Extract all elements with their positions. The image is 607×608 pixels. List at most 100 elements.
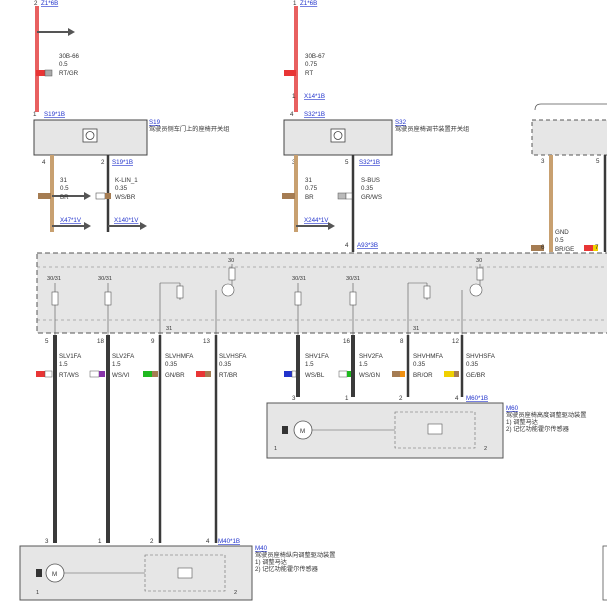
m40-pin-1: 1 <box>98 538 102 545</box>
internal-label-30-2: 30 <box>476 258 482 264</box>
s19-ground-arrow-head <box>84 192 91 200</box>
s32-out-b-pin: 5 <box>345 159 349 166</box>
top-right-wire-size: 0.75 <box>305 61 318 68</box>
output-5-wire-id: SHV1FA <box>305 353 330 360</box>
s19-output-wires: 4 31 0.5 BR X47*1V 2 S19*1B K-LIN_1 0.35… <box>38 155 147 232</box>
s32-title: 驾驶员座椅调节装置开关组 <box>395 125 469 133</box>
top-right-pin: 1 <box>293 0 297 7</box>
color-swatch-white-2 <box>345 192 353 200</box>
internal-label-31-2: 31 <box>413 326 419 332</box>
top-left-pin: 2 <box>34 0 38 7</box>
output-7-swatch-a <box>392 371 400 377</box>
s19-code-link[interactable]: S19 <box>149 119 161 126</box>
control-module-box <box>36 252 607 334</box>
m40-sensor-box <box>144 554 226 592</box>
output-1-wire-id: SLV1FA <box>59 353 82 360</box>
s32-switch-symbol <box>330 128 346 143</box>
output-1-pin: 5 <box>45 338 49 345</box>
top-left-wire-group: 2 Z1*6B 30B-66 0.5 RT/GR 1 S19*1B <box>33 0 80 118</box>
s32-code-link[interactable]: S32 <box>395 119 407 126</box>
top-right-wire-id: 30B-67 <box>305 53 326 60</box>
output-2-pin: 18 <box>97 338 104 345</box>
m60-brush-icon <box>282 426 288 434</box>
output-8-color-code: GE/BR <box>466 372 486 379</box>
m60-item-1: 1) 调整马达 <box>506 418 538 426</box>
color-swatch-brown-2 <box>105 193 111 199</box>
far-right-pin-a: 3 <box>541 158 545 165</box>
s19-switch-symbol <box>82 128 98 143</box>
relay-symbol-1 <box>51 291 59 306</box>
switch-icon <box>333 131 343 140</box>
output-7-color-code: BR/OR <box>413 372 433 379</box>
output-3-swatch-b <box>152 371 158 377</box>
internal-label-31-1: 31 <box>166 326 172 332</box>
output-1-size: 1.5 <box>59 361 68 368</box>
switch-icon <box>85 131 95 140</box>
m60-code-link[interactable]: M60 <box>506 405 519 412</box>
x14-pin: 1 <box>292 93 296 100</box>
output-4-wire-id: SLVHSFA <box>219 353 247 360</box>
output-7-pin: 8 <box>400 338 404 345</box>
output-2-wire-id: SLV2FA <box>112 353 135 360</box>
seat-control-module: 30/31 30/31 31 30 30/31 30/31 31 30 <box>36 252 607 335</box>
s32-out-b-connector-link[interactable]: S32*1B <box>359 159 380 166</box>
s19-module: S19 驾驶员侧车门上的座椅开关组 <box>33 119 229 156</box>
s19-out-a-wire-id: 31 <box>60 177 67 184</box>
s32-out-a-size: 0.75 <box>305 185 318 192</box>
resistor-symbol-3 <box>423 285 431 299</box>
m60-sensor-box <box>394 411 476 449</box>
s32-out-a-color-code: BR <box>305 194 314 201</box>
s32-connector-link[interactable]: S32*1B <box>304 111 325 118</box>
s32-out-a-link[interactable]: X244*1V <box>304 217 329 224</box>
color-swatch-brown-4 <box>531 245 544 251</box>
top-left-connector-link[interactable]: Z1*6B <box>41 0 58 7</box>
color-swatch-gray <box>44 69 53 77</box>
s32-out-b-wire-id: S-BUS <box>361 177 380 184</box>
transistor-symbol-2 <box>469 283 483 297</box>
m40-code-link[interactable]: M40 <box>255 545 268 552</box>
color-swatch-yellow <box>593 245 598 251</box>
m60-connector-link[interactable]: M60*1B <box>466 395 488 402</box>
motor-icon <box>293 420 313 440</box>
far-right-pin-d: 7 <box>595 244 599 251</box>
far-right-color-code: BR/GE <box>555 246 574 253</box>
color-swatch-gray-2 <box>337 192 347 200</box>
s32-module: S32 驾驶员座椅调节装置开关组 <box>283 119 469 156</box>
m60-num-1: 1 <box>274 446 277 452</box>
output-4-swatch-b <box>205 371 211 377</box>
s19-out-a-size: 0.5 <box>60 185 69 192</box>
output-4-size: 0.35 <box>219 361 232 368</box>
resistor-symbol-2 <box>228 267 236 281</box>
s19-out-a-pin: 4 <box>42 159 46 166</box>
output-3-size: 0.35 <box>165 361 178 368</box>
output-2-swatch-b <box>99 371 105 377</box>
m60-item-2: 2) 记忆功能霍尔传感器 <box>506 425 570 433</box>
hall-sensor-icon <box>427 423 443 435</box>
output-5-color-code: WS/BL <box>305 372 325 379</box>
s19-connector-link[interactable]: S19*1B <box>44 111 65 118</box>
output-6-pin: 16 <box>343 338 350 345</box>
a93-connector-link[interactable]: A93*3B <box>357 242 378 249</box>
m60-pin-1: 1 <box>345 395 349 402</box>
x14-connector-link[interactable]: X14*1B <box>304 93 325 100</box>
m40-connector-link[interactable]: M40*1B <box>218 538 240 545</box>
output-7-swatch-b <box>400 371 405 377</box>
s19-out-b-link[interactable]: X140*1V <box>114 217 139 224</box>
m40-item-1: 1) 调整马达 <box>255 558 287 566</box>
output-3-wire-id: SLVHMFA <box>165 353 194 360</box>
output-2-swatch-a <box>89 370 100 378</box>
output-6-swatch-b <box>347 371 351 377</box>
output-1-swatch-a <box>36 371 45 377</box>
output-6-size: 1.5 <box>359 361 368 368</box>
s32-out-a-wire-id: 31 <box>305 177 312 184</box>
s19-out-a-link[interactable]: X47*1V <box>60 217 82 224</box>
internal-label-3031-4: 30/31 <box>346 276 360 282</box>
color-swatch-red-2 <box>284 70 296 76</box>
output-5-size: 1.5 <box>305 361 314 368</box>
s19-out-b-connector-link[interactable]: S19*1B <box>112 159 133 166</box>
top-right-connector-link[interactable]: Z1*6B <box>300 0 317 7</box>
output-2-color-code: WS/VI <box>112 372 130 379</box>
m40-module: 3 1 2 4 M40*1B M 1 2 M40 驾驶员座椅纵向调整驱动装置 1… <box>19 538 335 601</box>
output-8-size: 0.35 <box>466 361 479 368</box>
internal-label-30-1: 30 <box>228 258 234 264</box>
